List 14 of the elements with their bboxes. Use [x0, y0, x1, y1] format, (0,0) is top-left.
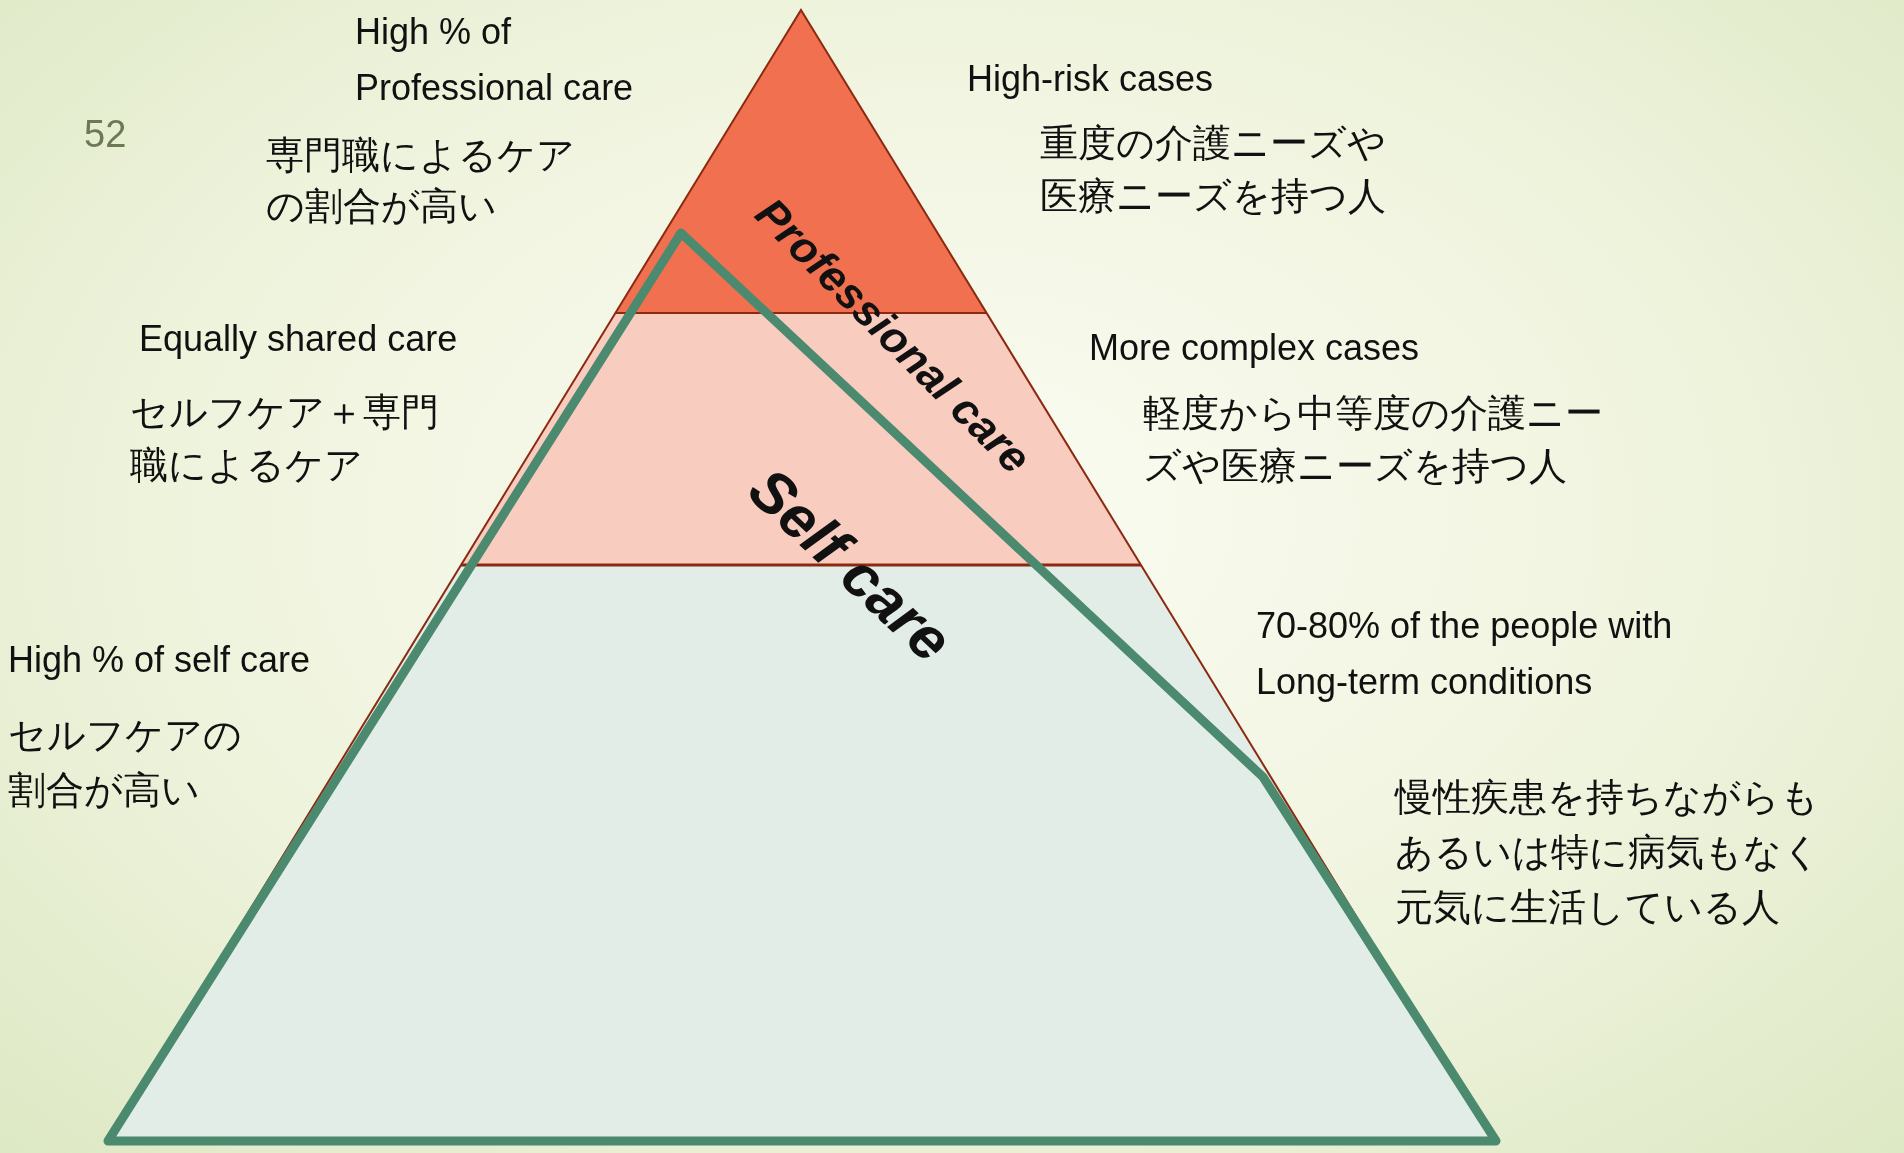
- slide-number: 52: [84, 112, 128, 157]
- description-text: 重度の介護ニーズや医療ニーズを持つ人: [1040, 120, 1387, 221]
- heading-label: Equally shared care: [139, 317, 459, 361]
- description-text: 軽度から中等度の介護ニーズや医療ニーズを持つ人: [1143, 390, 1604, 491]
- heading-label: High-risk cases: [967, 57, 1215, 101]
- heading-label: More complex cases: [1089, 326, 1421, 370]
- description-text: 慢性疾患を持ちながらもあるいは特に病気もなく元気に生活している人: [1395, 774, 1822, 932]
- description-text: 専門職によるケアの割合が高い: [266, 132, 576, 231]
- heading-label: 70-80% of the people with Long-term conditions: [1256, 604, 1674, 704]
- band-label: Self care: [735, 454, 965, 677]
- heading-label: High % of self care: [8, 638, 312, 682]
- description-text: セルフケアの割合が高い: [8, 712, 243, 815]
- heading-label: High % of Professional care: [355, 10, 635, 110]
- description-text: セルフケア＋専門職によるケア: [130, 389, 440, 490]
